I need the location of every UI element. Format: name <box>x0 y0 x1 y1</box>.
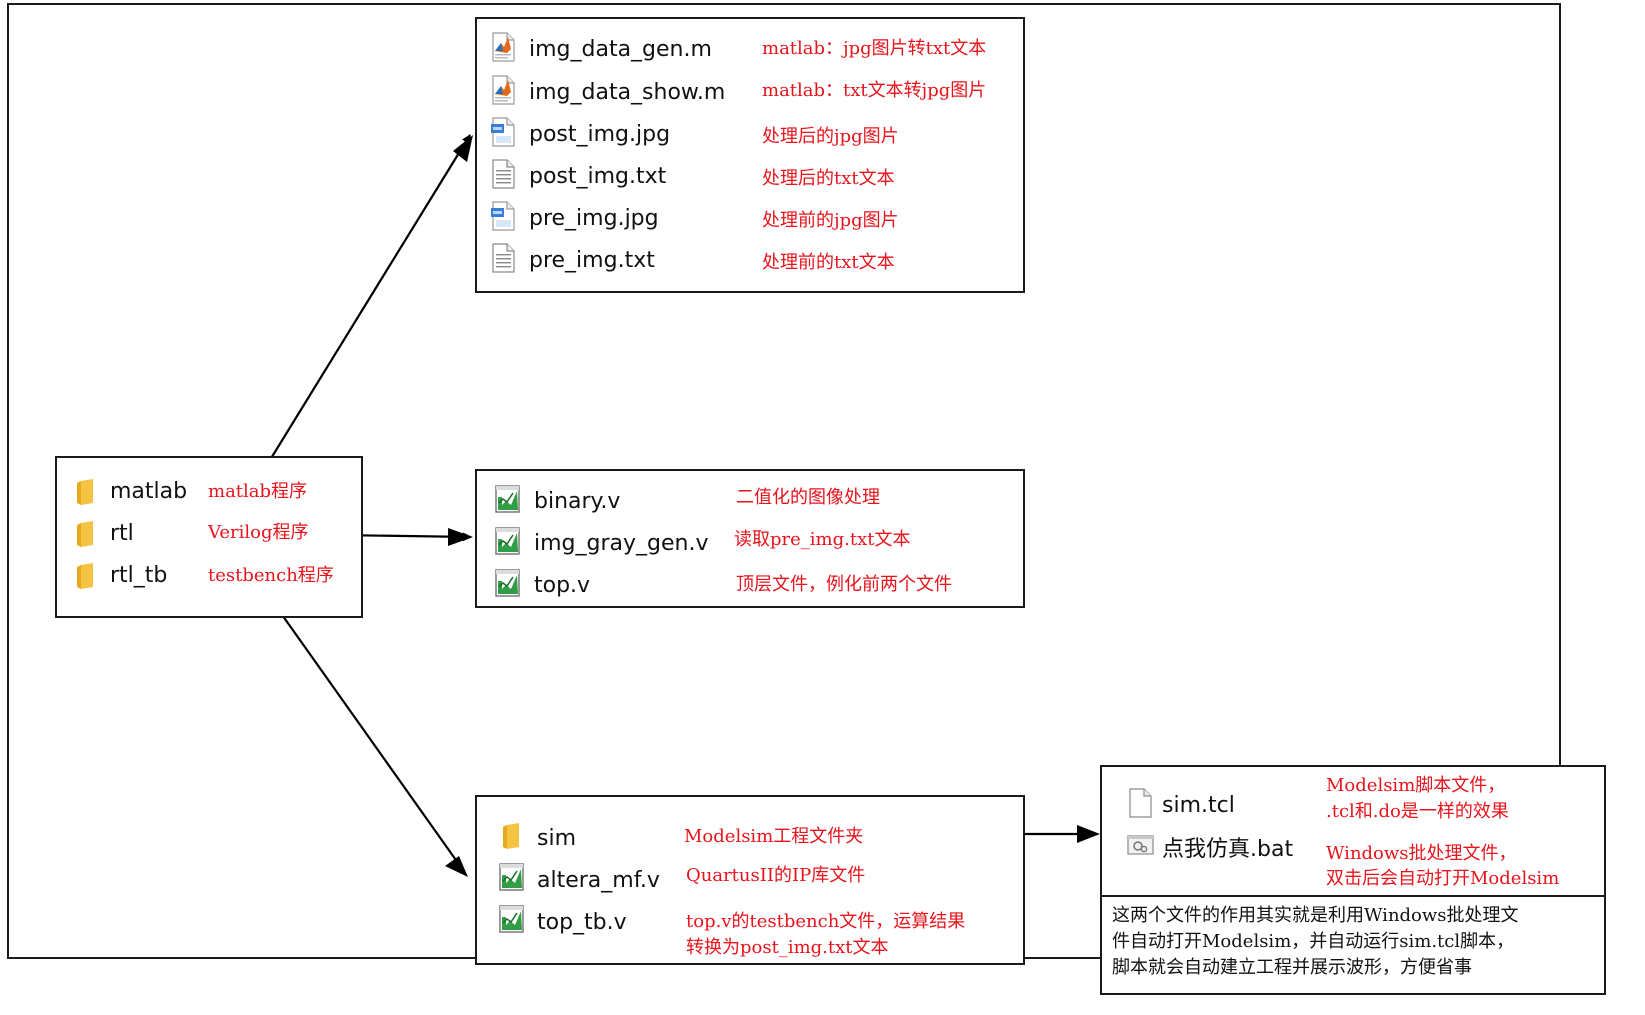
note-rtl: Verilog程序 <box>208 522 309 543</box>
file-name[interactable]: img_data_gen.m <box>529 36 712 62</box>
file-note: Modelsim工程文件夹 <box>684 826 864 847</box>
file-name[interactable]: post_img.jpg <box>529 121 671 147</box>
file-note: QuartusII的IP库文件 <box>686 865 866 886</box>
file-name[interactable]: img_data_show.m <box>529 79 726 105</box>
description-line: 件自动打开Modelsim，并自动运行sim.tcl脚本， <box>1112 931 1515 952</box>
description-line: 脚本就会自动建立工程并展示波形，方便省事 <box>1112 957 1472 978</box>
file-note-line1: Windows批处理文件， <box>1326 843 1517 864</box>
file-note-line1: top.v的testbench文件，运算结果 <box>686 911 966 932</box>
verilog-file-icon <box>493 567 521 599</box>
text-file-icon <box>489 158 517 190</box>
file-note: 顶层文件，例化前两个文件 <box>736 574 952 595</box>
matlab-files-box: img_data_gen.m matlab：jpg图片转txt文本 img_da… <box>475 17 1025 293</box>
file-note-line2: 双击后会自动打开Modelsim <box>1326 868 1560 889</box>
file-note-line2: 转换为post_img.txt文本 <box>686 937 889 958</box>
folder-name-rtl[interactable]: rtl <box>110 520 134 546</box>
testbench-files-box: sim Modelsim工程文件夹 altera_mf.v QuartusII的… <box>475 795 1025 965</box>
file-name[interactable]: img_gray_gen.v <box>534 530 709 556</box>
file-note: 处理后的txt文本 <box>762 168 895 189</box>
file-name[interactable]: pre_img.txt <box>529 247 655 273</box>
file-note: 处理后的jpg图片 <box>762 126 899 147</box>
file-note-line1: Modelsim脚本文件， <box>1326 775 1506 796</box>
folder-icon <box>73 475 101 507</box>
file-name[interactable]: binary.v <box>534 488 621 514</box>
verilog-file-icon <box>497 903 525 935</box>
file-note: 读取pre_img.txt文本 <box>734 529 911 550</box>
jpg-image-icon <box>489 116 517 148</box>
file-note: matlab：jpg图片转txt文本 <box>762 38 987 59</box>
file-name[interactable]: top_tb.v <box>537 909 627 935</box>
file-note-line2: .tcl和.do是一样的效果 <box>1326 801 1509 822</box>
verilog-file-icon <box>493 483 521 515</box>
file-name[interactable]: top.v <box>534 572 591 598</box>
matlab-file-icon <box>489 74 517 106</box>
sim-files-box: sim.tcl Modelsim脚本文件， .tcl和.do是一样的效果 点我仿… <box>1100 765 1606 995</box>
file-note: matlab：txt文本转jpg图片 <box>762 80 987 101</box>
description-line: 这两个文件的作用其实就是利用Windows批处理文 <box>1112 905 1519 926</box>
matlab-file-icon <box>489 31 517 63</box>
folder-name-sim[interactable]: sim <box>537 825 577 851</box>
arrow-to-matlab-group <box>269 134 471 461</box>
file-note: 二值化的图像处理 <box>736 487 880 508</box>
file-name[interactable]: 点我仿真.bat <box>1162 837 1294 862</box>
verilog-file-icon <box>497 861 525 893</box>
divider <box>1102 895 1604 897</box>
file-name[interactable]: sim.tcl <box>1162 792 1235 818</box>
file-note: 处理前的txt文本 <box>762 252 895 273</box>
folder-icon <box>73 517 101 549</box>
text-file-icon <box>489 242 517 274</box>
folder-icon <box>73 559 101 591</box>
blank-file-icon <box>1126 787 1154 819</box>
note-matlab: matlab程序 <box>208 481 308 502</box>
jpg-image-icon <box>489 200 517 232</box>
verilog-file-icon <box>493 525 521 557</box>
file-name[interactable]: post_img.txt <box>529 163 667 189</box>
rtl-files-box: binary.v 二值化的图像处理 img_gray_gen.v 读取pre_i… <box>475 469 1025 608</box>
root-folder-box: matlab matlab程序 rtl Verilog程序 rtl_tb tes… <box>55 456 363 618</box>
folder-name-rtl-tb[interactable]: rtl_tb <box>110 562 168 588</box>
file-name[interactable]: altera_mf.v <box>537 867 660 893</box>
file-name[interactable]: pre_img.jpg <box>529 205 659 231</box>
note-rtl-tb: testbench程序 <box>208 565 334 586</box>
file-note: 处理前的jpg图片 <box>762 210 899 231</box>
batch-file-icon <box>1126 829 1154 861</box>
folder-icon <box>499 819 527 851</box>
arrow-to-tb-group <box>267 594 464 871</box>
folder-name-matlab[interactable]: matlab <box>110 478 188 504</box>
